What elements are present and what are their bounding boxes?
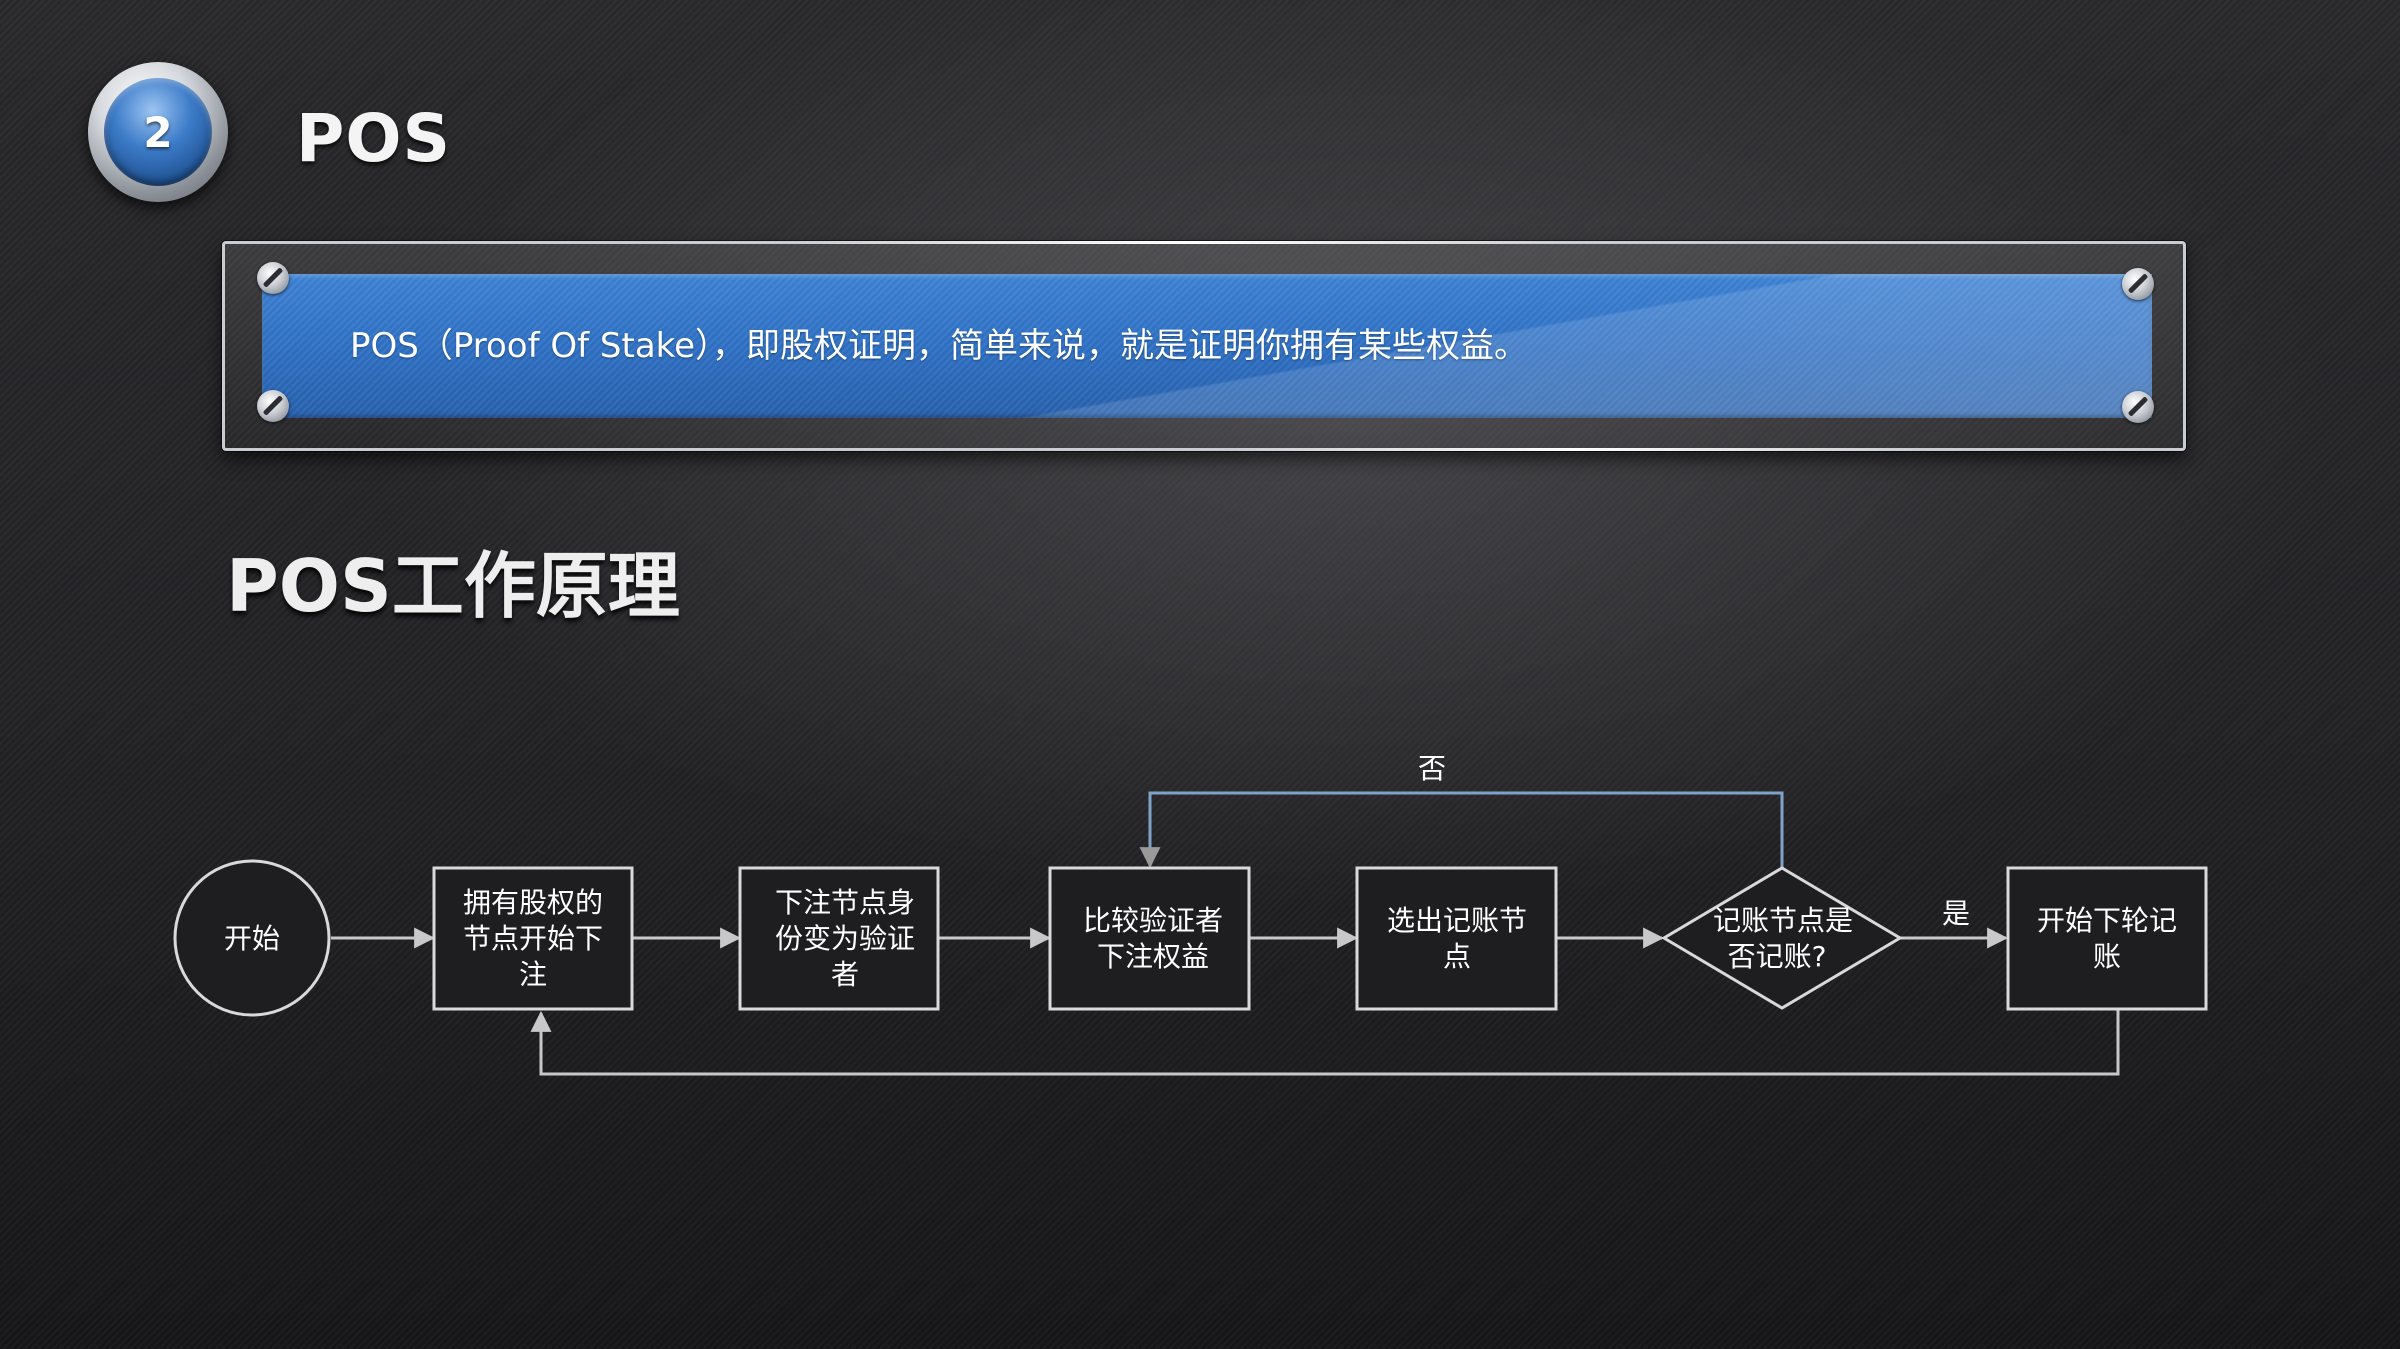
banner-panel: POS（Proof Of Stake），即股权证明，简单来说，就是证明你拥有某些…	[262, 274, 2152, 418]
section-title: POS	[296, 100, 452, 177]
edge-next-round-loop	[530, 1009, 2120, 1076]
screw-icon	[257, 390, 289, 422]
screw-icon	[2122, 268, 2154, 300]
node-select-line-2: 点	[1443, 940, 1471, 973]
node-select-line-1: 选出记账节	[1387, 904, 1527, 937]
subsection-title: POS工作原理	[226, 544, 680, 628]
screw-icon	[257, 262, 289, 294]
node-decision-line-2: 否记账?	[1728, 940, 1827, 973]
node-select: 选出记账节 点	[1355, 866, 1558, 1011]
node-decision-line-1: 记账节点是	[1713, 904, 1853, 937]
node-validator-line-2: 份变为验证	[775, 922, 915, 955]
definition-banner: POS（Proof Of Stake），即股权证明，简单来说，就是证明你拥有某些…	[222, 241, 2186, 451]
edge-label-no: 否	[1418, 752, 1446, 785]
node-start: 开始	[173, 859, 331, 1017]
node-stake-line-2: 节点开始下	[463, 922, 603, 955]
node-validator: 下注节点身 份变为验证 者	[738, 866, 940, 1011]
node-validator-line-3: 者	[831, 958, 859, 991]
node-decision: 记账节点是 否记账?	[1661, 866, 1903, 1010]
badge-inner: 2	[104, 78, 212, 186]
banner-text: POS（Proof Of Stake），即股权证明，简单来说，就是证明你拥有某些…	[350, 326, 1529, 366]
node-next-round-line-1: 开始下轮记	[2037, 904, 2177, 937]
section-number-badge: 2	[88, 62, 228, 202]
screw-icon	[2122, 391, 2154, 423]
badge-number: 2	[143, 107, 173, 157]
node-stake-line-1: 拥有股权的	[463, 886, 603, 919]
node-stake-line-3: 注	[519, 958, 547, 991]
edge-label-yes: 是	[1942, 897, 1970, 930]
node-compare-line-2: 下注权益	[1097, 940, 1209, 973]
node-stake: 拥有股权的 节点开始下 注	[432, 866, 634, 1011]
node-compare-line-1: 比较验证者	[1083, 904, 1223, 937]
edge-decision-no	[1139, 791, 1784, 869]
node-start-label: 开始	[224, 922, 280, 955]
node-validator-line-1: 下注节点身	[775, 886, 915, 919]
node-next-round: 开始下轮记 账	[2006, 866, 2208, 1011]
node-next-round-line-2: 账	[2093, 940, 2121, 973]
node-compare: 比较验证者 下注权益	[1048, 866, 1251, 1011]
